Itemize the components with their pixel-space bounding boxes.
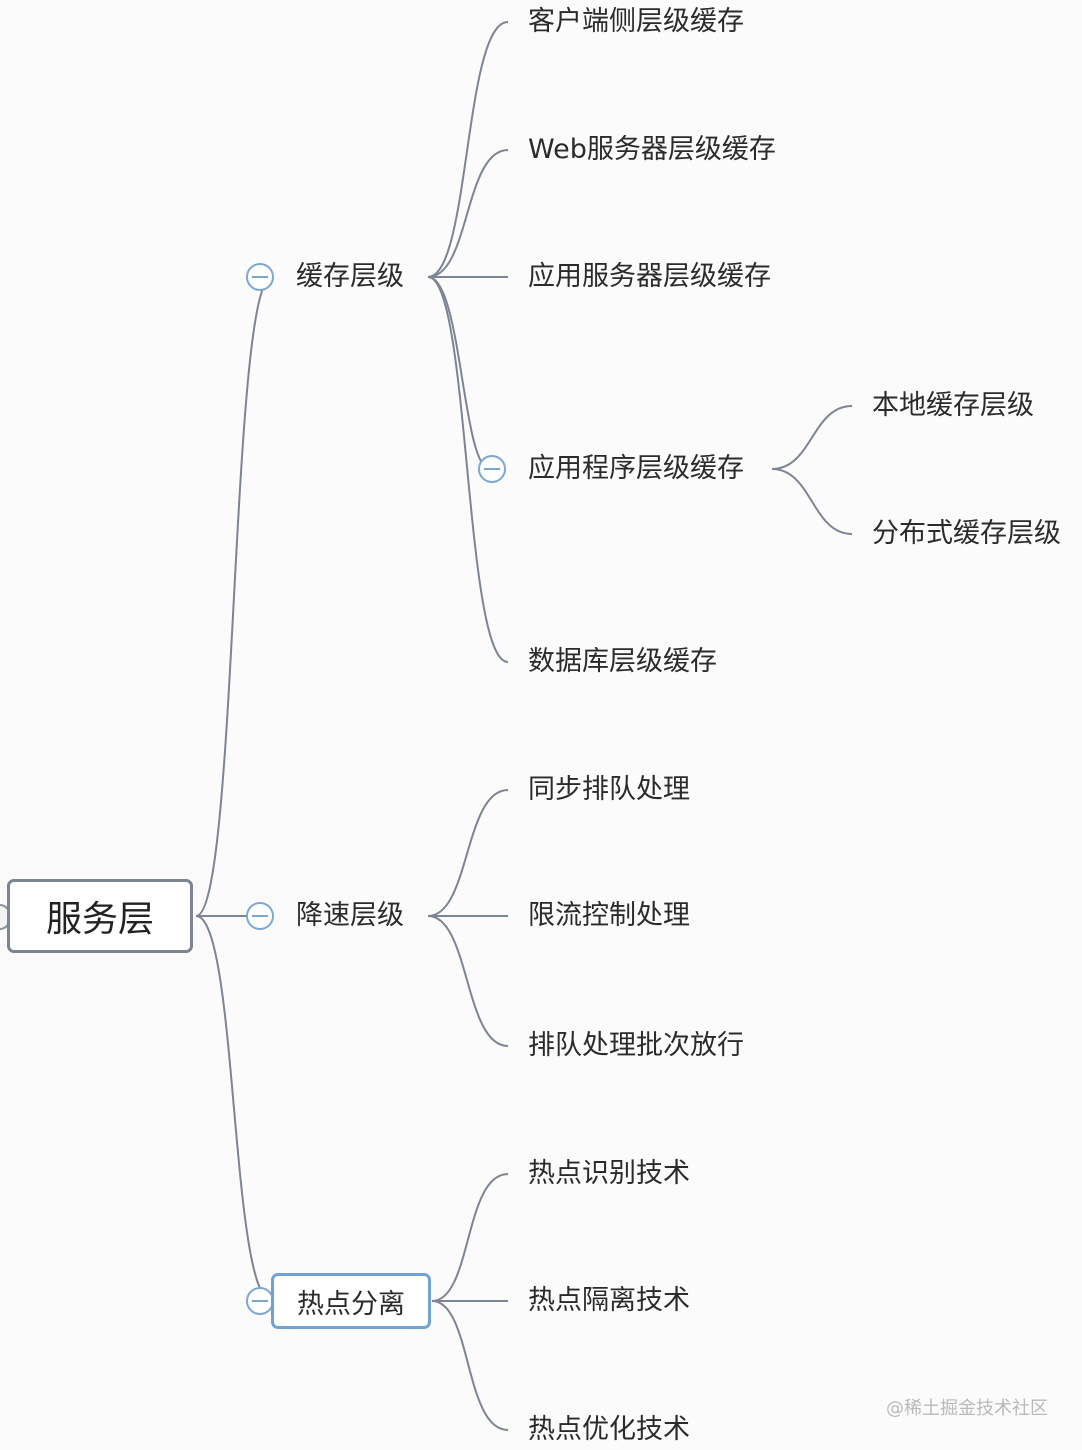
node-throttle[interactable]: 降速层级: [296, 900, 404, 931]
edge-cache-appprogram: [427, 276, 491, 470]
edge-hotspot-optimize: [431, 1300, 509, 1431]
node-client-cache[interactable]: 客户端侧层级缓存: [528, 6, 744, 37]
collapse-hotspot-icon[interactable]: [246, 1287, 274, 1315]
node-database-cache[interactable]: 数据库层级缓存: [528, 646, 717, 677]
node-batch-release[interactable]: 排队处理批次放行: [528, 1030, 744, 1061]
node-hotspot[interactable]: 热点分离: [271, 1273, 431, 1329]
node-web-cache[interactable]: Web服务器层级缓存: [528, 134, 776, 165]
collapse-cache-icon[interactable]: [246, 263, 274, 291]
edge-cache-client: [427, 21, 509, 278]
edge-throttle-batch: [427, 915, 509, 1047]
node-hotspot-optimize[interactable]: 热点优化技术: [528, 1414, 690, 1445]
collapse-app-program-icon[interactable]: [478, 455, 506, 483]
node-hotspot-identify[interactable]: 热点识别技术: [528, 1158, 690, 1189]
node-hotspot-isolate[interactable]: 热点隔离技术: [528, 1285, 690, 1316]
edge-cache-web: [427, 149, 509, 278]
node-hotspot-label: 热点分离: [297, 1288, 405, 1320]
edge-cache-database: [427, 276, 509, 663]
node-local-cache[interactable]: 本地缓存层级: [872, 390, 1034, 421]
root-node[interactable]: 服务层: [7, 879, 193, 953]
watermark: @稀土掘金技术社区: [886, 1398, 1048, 1419]
collapse-throttle-icon[interactable]: [246, 902, 274, 930]
node-app-server-cache[interactable]: 应用服务器层级缓存: [528, 261, 771, 292]
edge-appprogram-local: [771, 405, 853, 470]
node-app-program-cache[interactable]: 应用程序层级缓存: [528, 453, 744, 484]
root-node-label: 服务层: [45, 899, 154, 940]
edge-root-hotspot: [195, 915, 273, 1302]
edge-hotspot-identify: [431, 1173, 509, 1302]
edge-root-cache: [195, 276, 273, 917]
node-rate-limit[interactable]: 限流控制处理: [528, 900, 690, 931]
node-sync-queue[interactable]: 同步排队处理: [528, 774, 690, 805]
edge-throttle-sync: [427, 789, 509, 917]
node-cache[interactable]: 缓存层级: [296, 261, 404, 292]
edge-appprogram-distributed: [771, 468, 853, 535]
node-distributed-cache[interactable]: 分布式缓存层级: [872, 518, 1061, 549]
